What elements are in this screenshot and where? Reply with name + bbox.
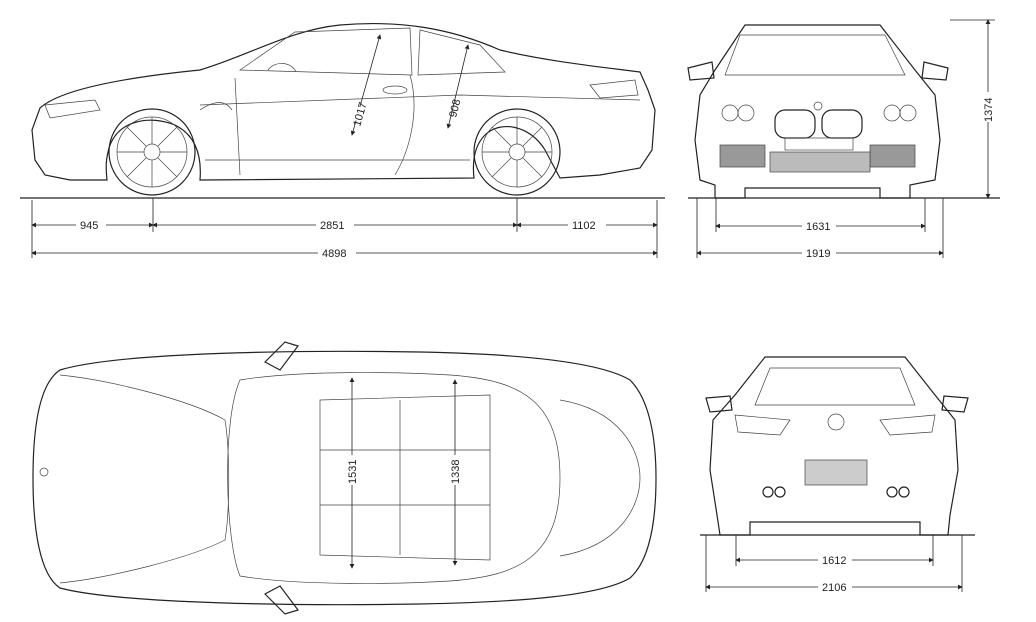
front-overhang-label: 945 <box>80 220 98 232</box>
width-with-mirrors-label: 2106 <box>822 582 846 594</box>
right-mirror <box>941 395 969 413</box>
left-mirror <box>264 341 299 371</box>
rear-view-car <box>700 356 975 536</box>
right-mirror <box>264 585 299 615</box>
side-view-car <box>20 23 665 199</box>
rear-view-dimensions: 1612 2106 <box>705 535 963 594</box>
front-view-car <box>687 24 1000 199</box>
front-wheel <box>108 108 196 196</box>
top-view-car <box>32 341 657 615</box>
rear-overhang-label: 1102 <box>572 220 596 232</box>
front-view-dimensions: 1374 1631 1919 <box>696 19 995 260</box>
side-length-dimensions: 945 2851 1102 4898 <box>31 198 658 260</box>
front-track-label: 1631 <box>806 221 830 233</box>
rear-shoulder-width-label: 1338 <box>450 460 462 484</box>
rear-track-label: 1612 <box>822 555 846 567</box>
side-headroom-dimensions: 1017 908 <box>340 34 470 136</box>
front-shoulder-width-label: 1531 <box>347 460 359 484</box>
width-label: 1919 <box>806 248 830 260</box>
left-mirror <box>687 61 715 81</box>
top-view-dimensions: 1531 1338 <box>345 377 462 569</box>
right-mirror <box>921 61 949 81</box>
rear-headroom-label: 908 <box>447 98 463 119</box>
wheelbase-label: 2851 <box>320 220 344 232</box>
rear-wheel <box>473 108 561 196</box>
left-mirror <box>705 395 733 413</box>
overall-length-label: 4898 <box>322 248 346 260</box>
height-label: 1374 <box>983 98 995 122</box>
